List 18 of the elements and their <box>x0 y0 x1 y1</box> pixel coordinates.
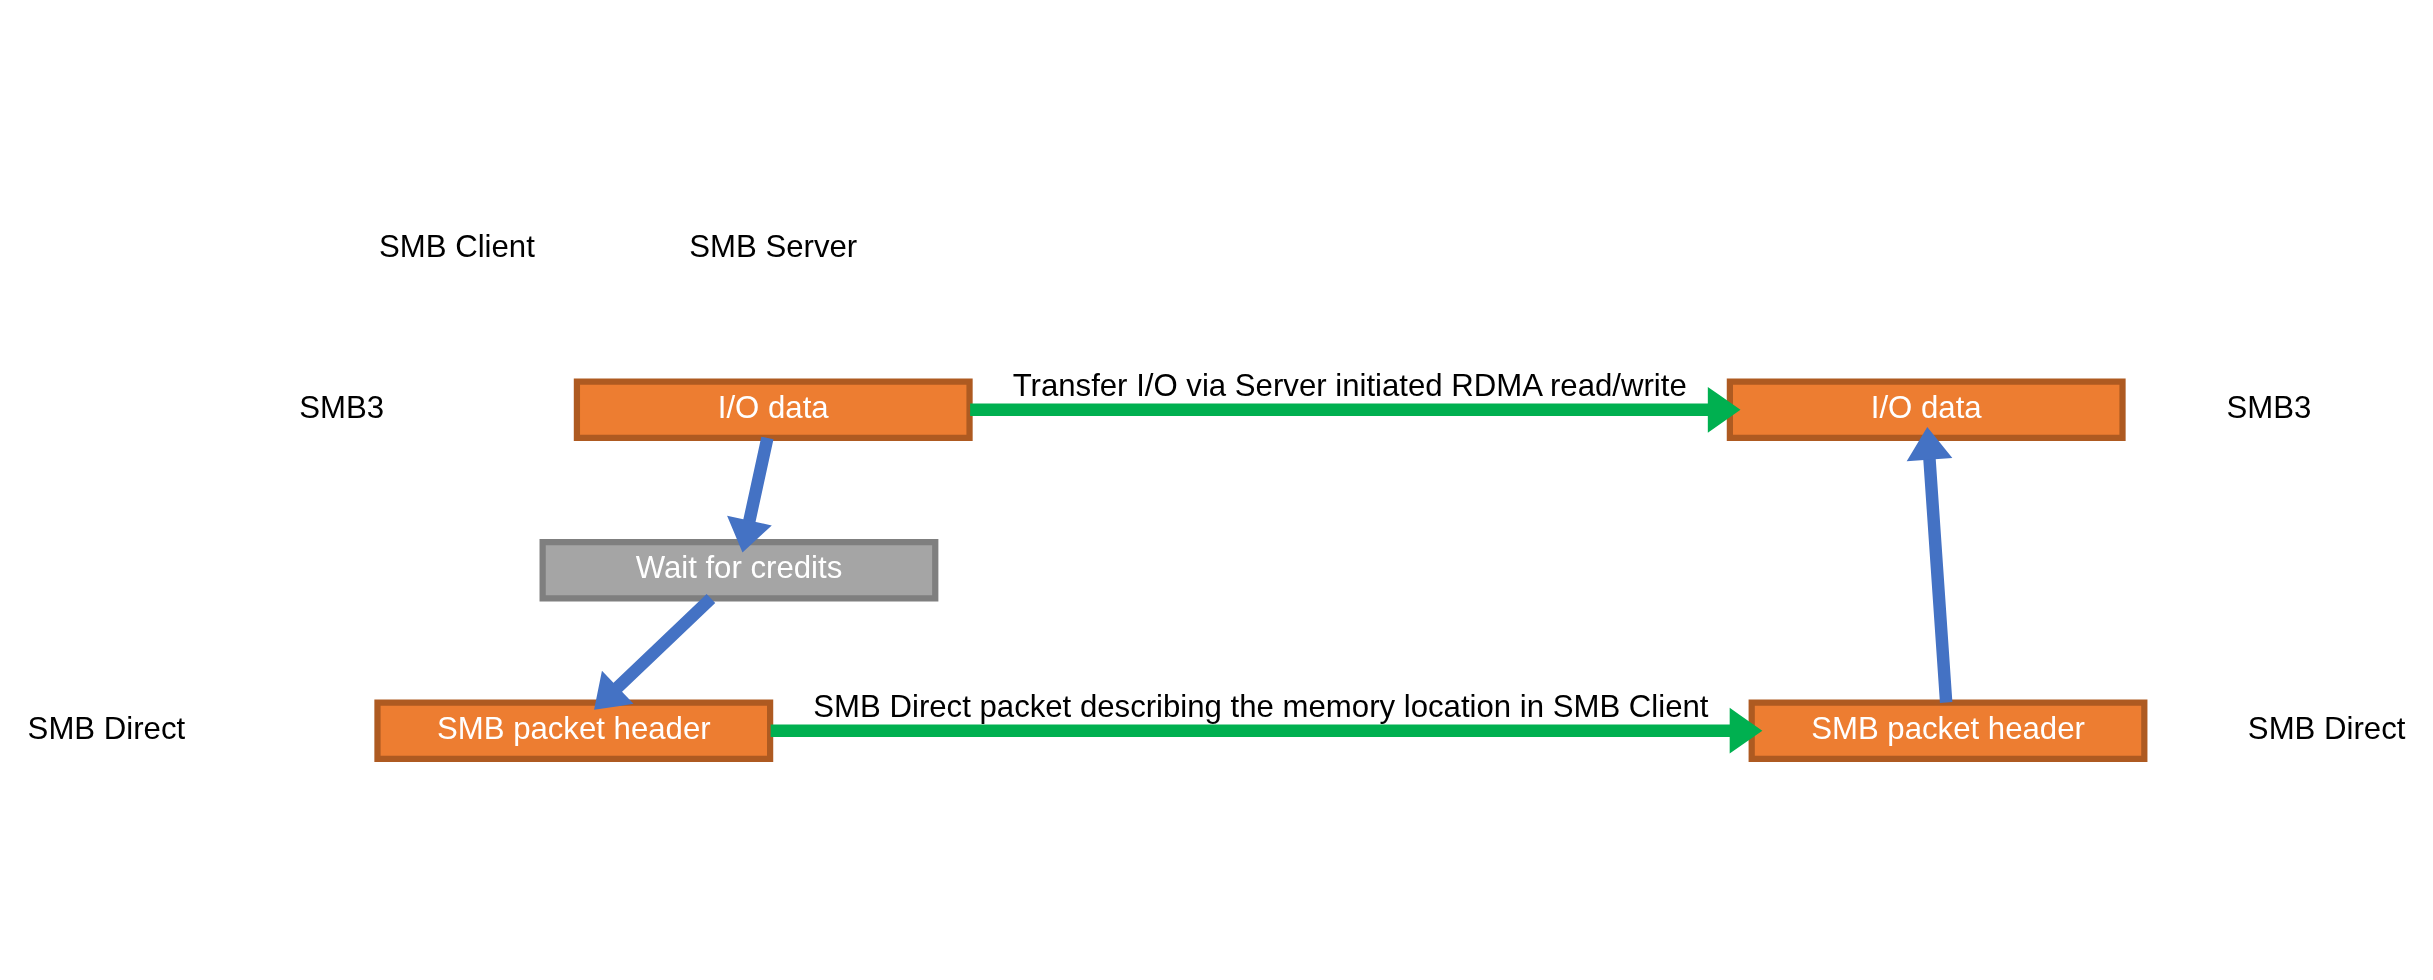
node-box: I/O data <box>573 378 973 441</box>
node-box: SMB packet header <box>1748 699 2148 762</box>
edge-label: Transfer I/O via Server initiated RDMA read/write <box>1012 367 1687 403</box>
label: SMB Client <box>379 229 535 265</box>
label: SMB Direct <box>27 710 186 746</box>
label: SMB Server <box>689 229 858 265</box>
node-box: SMB packet header <box>374 699 774 762</box>
label: SMB3 <box>299 389 385 425</box>
arrow <box>594 594 716 710</box>
node-box: I/O data <box>1726 378 2126 441</box>
arrow <box>770 707 1763 754</box>
label: SMB3 <box>2226 389 2312 425</box>
label: SMB Direct <box>2247 710 2406 746</box>
arrow <box>727 436 774 553</box>
arrow <box>970 386 1741 433</box>
edge-label: SMB Direct packet describing the memory location in SMB Client <box>813 688 1709 724</box>
arrow <box>1906 427 1953 703</box>
node-box: Wait for credits <box>539 539 939 602</box>
